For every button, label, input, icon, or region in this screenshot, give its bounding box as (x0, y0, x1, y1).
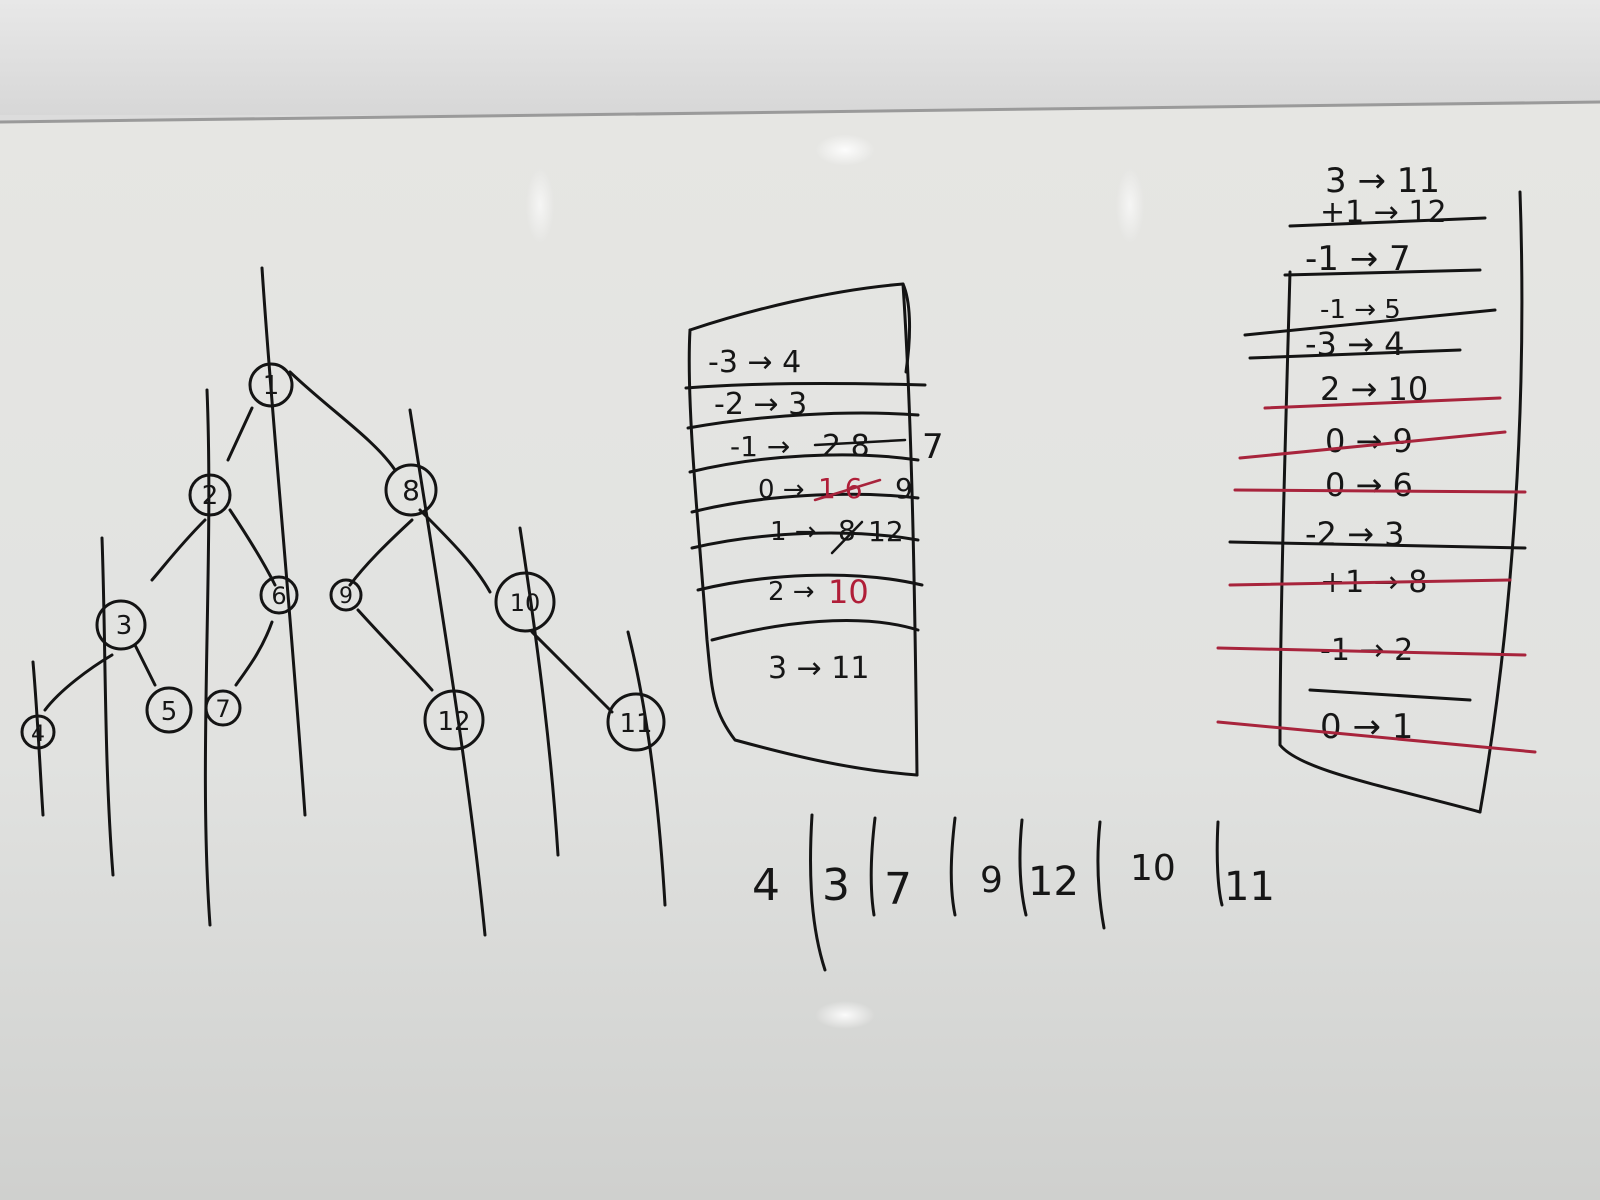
tree-node-label: 10 (510, 589, 541, 617)
tree-node (20, 714, 56, 750)
binary-tree-drawing: 1 2 8 3 6 9 10 4 5 7 12 11 (20, 266, 667, 937)
tree-node-label: 8 (402, 474, 420, 507)
vertical-order-sequence: 4 3 7 9 12 10 11 (752, 813, 1275, 972)
tree-node (188, 473, 232, 517)
tree-node-label: 11 (619, 709, 652, 739)
sequence-item: 3 (822, 860, 850, 911)
current-value: 12 (868, 515, 904, 548)
current-value: 7 (922, 427, 944, 467)
light-glare (815, 134, 875, 166)
tree-node (423, 689, 485, 751)
table-row-text: -3 → 4 (708, 345, 801, 380)
sequence-item: 9 (980, 860, 1003, 901)
sequence-item: 11 (1224, 864, 1275, 910)
list-row-text: -2 → 3 (1305, 515, 1404, 553)
table-row-text: 0 → (758, 475, 805, 505)
struck-value: 2 8 (822, 429, 870, 464)
light-glare (526, 167, 554, 243)
tree-node-label: 7 (215, 695, 230, 723)
tree-node (145, 686, 193, 734)
tree-node-label: 2 (202, 481, 219, 511)
current-value: 10 (828, 573, 869, 611)
board-top-edge (0, 100, 1600, 124)
tree-node-label: 9 (339, 584, 353, 609)
tree-node (95, 599, 147, 651)
tree-node-label: 3 (116, 611, 133, 641)
wall (0, 0, 1600, 115)
table-row-text: 1 → (770, 517, 817, 547)
list-row-text: 0 → 6 (1325, 466, 1413, 504)
tree-node (384, 463, 438, 517)
tree-node-label: 1 (263, 371, 280, 401)
sequence-item: 12 (1028, 859, 1079, 905)
middle-mapping-table: -3 → 4 -2 → 3 -1 → 2 8 7 0 → 1 6 9 1 → 8… (684, 282, 944, 777)
table-row-text: -2 → 3 (714, 387, 807, 422)
list-row-text: -3 → 4 (1305, 325, 1404, 363)
light-glare (815, 1001, 875, 1029)
table-row-text: 2 → (768, 577, 815, 607)
tree-node-label: 5 (161, 697, 178, 727)
tree-node-label: 4 (31, 722, 45, 747)
tree-node-label: 6 (271, 582, 286, 610)
tree-node (494, 571, 556, 633)
tree-node (248, 362, 294, 408)
struck-value: 8 (838, 514, 856, 547)
tree-node (204, 689, 242, 727)
list-row-text: 3 → 11 (1325, 161, 1440, 201)
tree-node-label: 12 (437, 707, 470, 737)
tree-node (259, 575, 299, 615)
list-row-text: 0 → 1 (1320, 707, 1413, 747)
table-row-text: -1 → (730, 430, 790, 463)
tree-node (606, 692, 666, 752)
current-value: 9 (895, 472, 913, 505)
sequence-item: 4 (752, 860, 780, 911)
sequence-item: 10 (1130, 848, 1176, 889)
right-mapping-list: 3 → 11 +1 → 12 -1 → 7 -1 → 5 -3 → 4 2 → … (1216, 161, 1537, 814)
light-glare (1116, 167, 1144, 243)
sequence-item: 7 (884, 864, 912, 915)
table-row-text: 3 → 11 (768, 651, 869, 686)
whiteboard-surface (0, 102, 1600, 1200)
tree-node (329, 578, 363, 612)
